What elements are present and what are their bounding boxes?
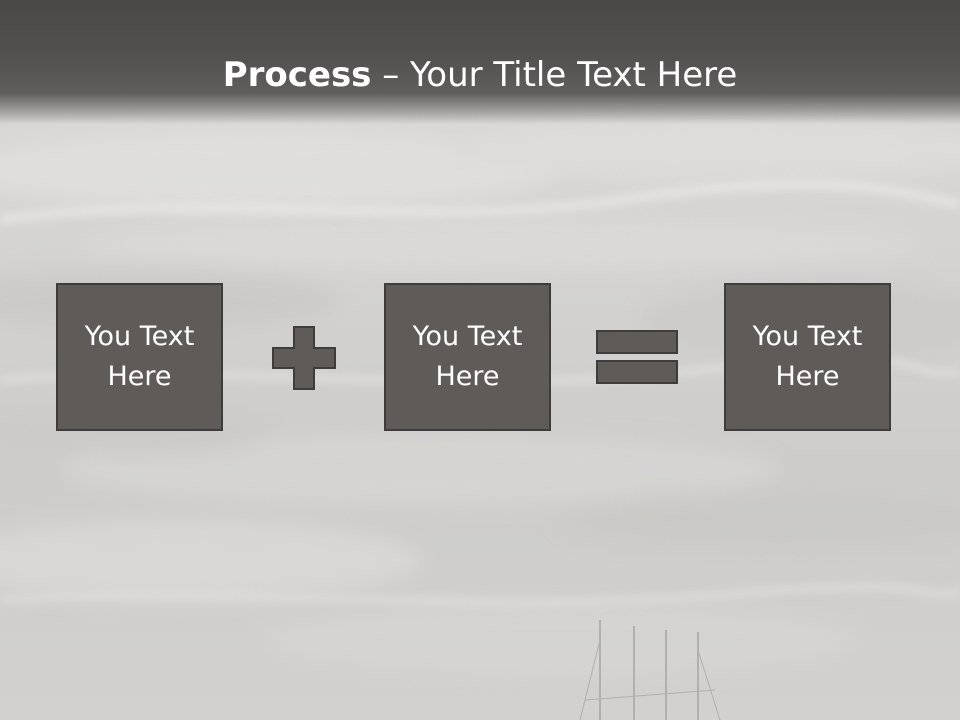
plus-icon	[272, 326, 336, 390]
text-box-2-label: You Text Here	[412, 321, 523, 392]
text-box-1-label: You Text Here	[84, 321, 195, 392]
title-band	[0, 0, 960, 124]
text-box-3-label: You Text Here	[752, 321, 863, 392]
text-box-1: You Text Here	[56, 283, 223, 431]
text-box-3: You Text Here	[724, 283, 891, 431]
title-bold: Process	[222, 55, 372, 95]
ship-masts	[579, 620, 721, 720]
slide-title: Process – Your Title Text Here	[0, 52, 960, 98]
equals-icon	[596, 330, 678, 384]
text-box-2: You Text Here	[384, 283, 551, 431]
title-rest: – Your Title Text Here	[371, 55, 738, 95]
